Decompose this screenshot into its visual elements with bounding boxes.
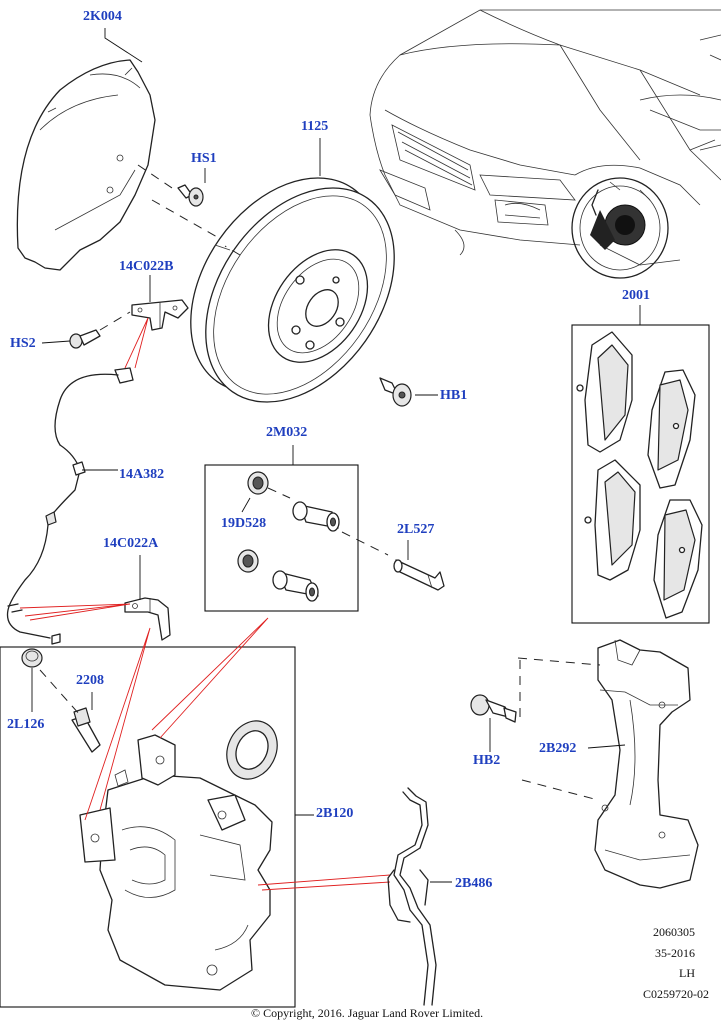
guide-pin-part [393,559,445,591]
label-2M032[interactable]: 2M032 [266,425,308,440]
label-14A382[interactable]: 14A382 [119,467,165,482]
bracket-b-part [131,299,189,331]
diagram-ref: C0259720-02 [643,987,709,1001]
diagram-side: LH [679,966,695,980]
label-2B486[interactable]: 2B486 [455,876,493,891]
bleed-screw-part [71,707,101,753]
piston-seal-part [226,720,278,780]
pad-kit-box [571,324,710,624]
label-1125[interactable]: 1125 [301,119,329,134]
label-14C022B[interactable]: 14C022B [119,259,174,274]
vehicle-illustration [369,9,721,279]
bolt-hb1-part [379,377,412,407]
anti-rattle-spring-part [387,787,437,1006]
bleed-cap-part [21,648,43,668]
label-HS2[interactable]: HS2 [10,336,36,351]
brake-pads-part [576,331,703,619]
diagram-date: 35-2016 [655,946,695,960]
label-2B292[interactable]: 2B292 [539,741,577,756]
label-HB1[interactable]: HB1 [440,388,468,403]
caliper-part [79,734,273,991]
label-19D528[interactable]: 19D528 [221,516,267,531]
label-2K004[interactable]: 2K004 [83,9,122,24]
screw-hs1-part [177,184,204,207]
brake-disc-part [190,177,395,403]
caliper-carrier-part [594,639,699,889]
pin-kit-parts [237,471,340,602]
wheel-speed-sensor-part [6,367,134,645]
bolt-hb2-part [470,694,517,723]
label-2B120[interactable]: 2B120 [316,806,354,821]
label-2L527[interactable]: 2L527 [397,522,435,537]
caliper-box [0,646,296,1008]
splash-shield-part [16,59,156,271]
label-2001[interactable]: 2001 [622,288,650,303]
screw-hs2-part [69,329,101,349]
label-2208[interactable]: 2208 [76,673,104,688]
label-HS1[interactable]: HS1 [191,151,217,166]
pin-kit-box [204,464,359,612]
label-HB2[interactable]: HB2 [473,753,501,768]
bracket-a-part [124,597,171,641]
label-2L126[interactable]: 2L126 [7,717,45,732]
copyright-notice: © Copyright, 2016. Jaguar Land Rover Lim… [251,1006,484,1020]
label-14C022A[interactable]: 14C022A [103,536,159,551]
diagram-id: 2060305 [653,925,695,939]
